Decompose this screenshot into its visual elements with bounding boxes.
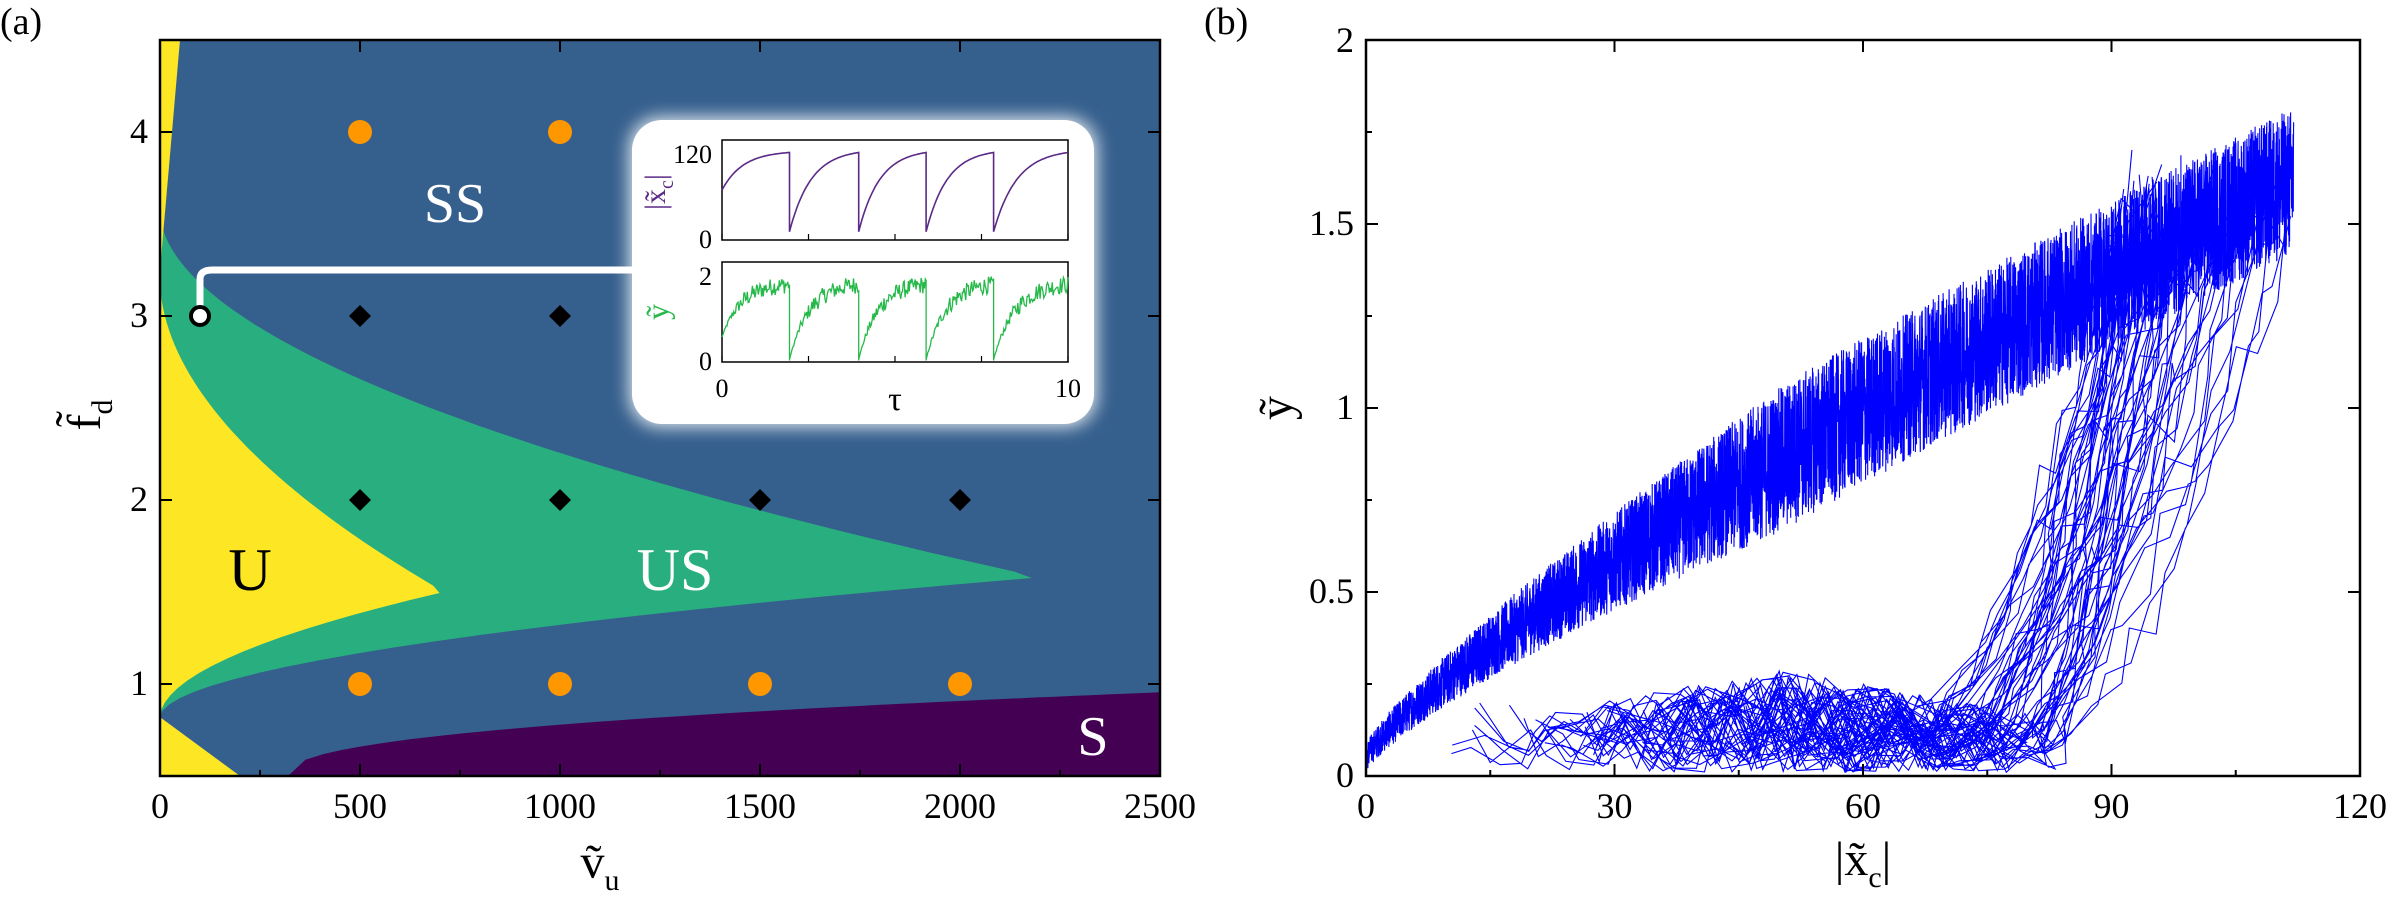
inset-x-axis-label: τ [888,381,902,418]
xtick-label: 0 [151,786,169,826]
inset-top-ytick-min: 0 [699,225,712,254]
orange-circle-marker [348,120,372,144]
xtick-label: 1000 [524,786,596,826]
ytick-label: 2 [130,479,148,519]
diamond-marker [949,489,971,511]
region-label-ss: SS [424,173,486,235]
region-label-s: S [1077,706,1108,768]
diamond-marker [349,489,371,511]
inset-top-series [721,151,1069,232]
region-u [160,40,440,776]
noisy-band-series [1366,112,2295,769]
inset-panel: 120 0 2 0 0 10 τ |x̃c| ỹ [630,118,1096,426]
orange-circle-marker [548,672,572,696]
axis-ticks-b [1365,39,2361,777]
inset-xtick-min: 0 [716,374,729,403]
xtick-label: 30 [1597,786,1633,826]
inset-bottom-series [721,274,1069,361]
inset-bottom-ytick-max: 2 [699,262,712,291]
open-circle-marker [189,305,211,327]
ytick-label: 0 [1336,755,1354,795]
inset-background [632,120,1094,424]
ytick-label: 0.5 [1309,571,1354,611]
diamond-marker [749,489,771,511]
inset-top-y-label: |x̃c| [639,174,678,210]
ytick-label: 1 [130,663,148,703]
inset-bottom-y-label: ỹ [639,304,675,320]
inset-bottom-ytick-min: 0 [699,347,712,376]
y-axis-label: ỹ [1250,396,1303,420]
region-label-us: US [637,537,714,603]
xtick-label: 2000 [924,786,996,826]
xtick-label: 1500 [724,786,796,826]
axis-ticks-a [159,40,1161,776]
marker-layer [189,120,972,696]
xtick-label: 0 [1357,786,1375,826]
ytick-label: 3 [130,295,148,335]
xtick-label: 2500 [1124,786,1196,826]
x-axis-label: ṽu [581,836,620,897]
diamond-marker [349,305,371,327]
orange-circle-marker [748,672,772,696]
ytick-label: 1.5 [1309,203,1354,243]
diamond-marker [549,489,571,511]
xtick-label: 500 [333,786,387,826]
panel-a-label: (a) [0,1,42,43]
orange-circle-marker [548,120,572,144]
inset-connector [196,266,632,306]
orange-circle-marker [348,672,372,696]
inset-xtick-max: 10 [1055,374,1081,403]
trajectory-plot: 0 30 60 90 120 0 0.5 1 1.5 2 |x̃c| ỹ [1250,20,2387,894]
x-axis-label: |x̃c| [1835,833,1892,894]
region-label-u: U [228,537,271,603]
region-s [288,692,1160,776]
ytick-label: 4 [130,111,148,151]
return-paths [1451,149,2292,774]
ytick-label: 1 [1336,387,1354,427]
xtick-label: 60 [1845,786,1881,826]
xtick-label: 120 [2333,786,2387,826]
region-u-tail [160,717,240,776]
panel-b-label: (b) [1204,1,1248,43]
y-axis-label: f̃d [55,400,119,431]
inset-ticks [721,234,1069,362]
orange-circle-marker [948,672,972,696]
connector-line [196,266,632,306]
phase-diagram: SS US U S 0 500 1000 1500 2000 2500 1 2 … [55,38,1196,897]
inset-top-ytick-max: 120 [673,140,712,169]
xtick-label: 90 [2094,786,2130,826]
diamond-marker [549,305,571,327]
ytick-label: 2 [1336,20,1354,60]
